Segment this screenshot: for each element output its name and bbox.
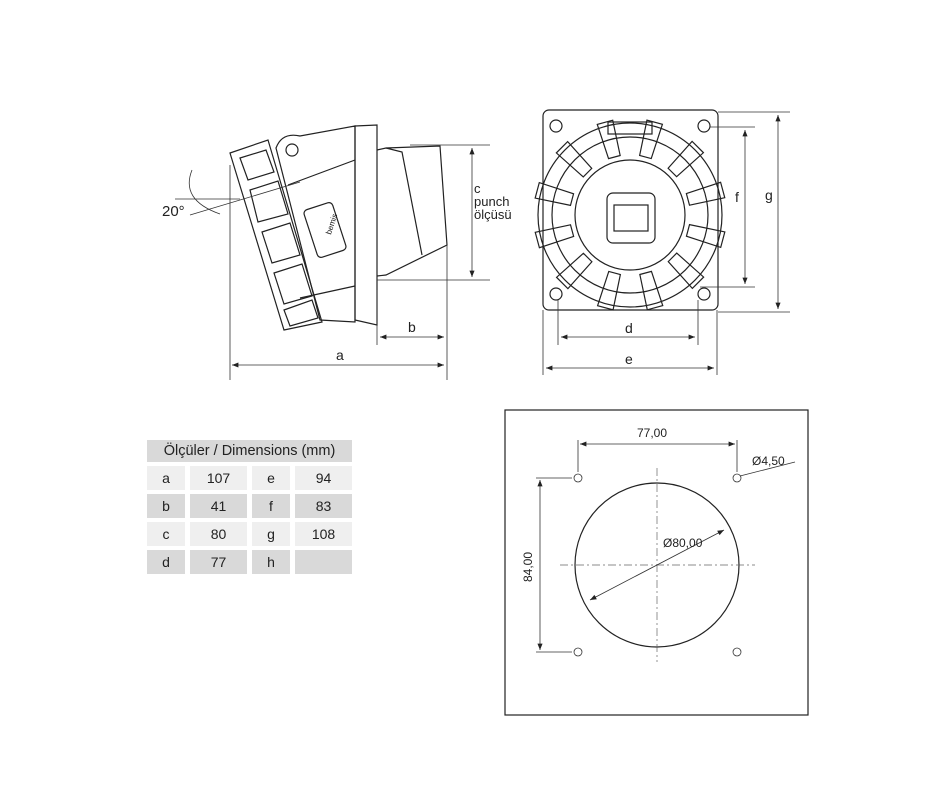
- dim-f-label: f: [735, 189, 739, 205]
- grip-rib: [685, 223, 726, 249]
- grip-rib: [667, 140, 705, 178]
- grip-rib: [534, 181, 575, 207]
- dim-e-label: e: [625, 351, 633, 367]
- dimension-value: 94: [295, 466, 352, 490]
- dimension-key: g: [252, 522, 290, 546]
- front-view: f g d e: [534, 109, 790, 375]
- dimension-key: b: [147, 494, 185, 518]
- grip-rib: [685, 181, 726, 206]
- dim-c-label: c: [474, 181, 481, 196]
- dimension-value: 80: [190, 522, 247, 546]
- dim-b-label: b: [408, 319, 416, 335]
- dimension-key: c: [147, 522, 185, 546]
- dim-a-label: a: [336, 347, 344, 363]
- dim-c-olcusu: ölçüsü: [474, 207, 512, 222]
- grip-rib: [534, 224, 575, 249]
- dimension-value: 108: [295, 522, 352, 546]
- dimension-key: d: [147, 550, 185, 574]
- hole-diameter: Ø4,50: [752, 454, 785, 468]
- dimension-key: f: [252, 494, 290, 518]
- grip-rib: [639, 270, 664, 311]
- grip-rib: [596, 270, 622, 311]
- grip-rib: [667, 252, 705, 290]
- dim-d-label: d: [625, 320, 633, 336]
- grip-rib: [555, 252, 593, 290]
- hole-spacing-v: 84,00: [521, 552, 535, 582]
- side-view: bemis 20° b a c punch ölçüsü: [162, 124, 512, 380]
- table-title: Ölçüler / Dimensions (mm): [147, 440, 352, 462]
- cutout-diameter: Ø80,00: [663, 536, 703, 550]
- dimension-value: 107: [190, 466, 247, 490]
- dimension-value: [295, 550, 352, 574]
- dimension-value: 41: [190, 494, 247, 518]
- panel-cutout: 77,00 Ø4,50 Ø80,00 84,00: [504, 409, 809, 716]
- grip-rib: [638, 119, 664, 160]
- dimension-value: 77: [190, 550, 247, 574]
- dim-c-punch: punch: [474, 194, 509, 209]
- dim-g-label: g: [765, 187, 773, 203]
- brand-logo: bemis: [324, 213, 339, 236]
- dimension-key: h: [252, 550, 290, 574]
- dimension-value: 83: [295, 494, 352, 518]
- dimension-key: a: [147, 466, 185, 490]
- grip-rib: [555, 140, 593, 178]
- grip-rib: [596, 119, 621, 160]
- hole-spacing-h: 77,00: [637, 426, 667, 440]
- angle-label: 20°: [162, 203, 185, 220]
- dimension-key: e: [252, 466, 290, 490]
